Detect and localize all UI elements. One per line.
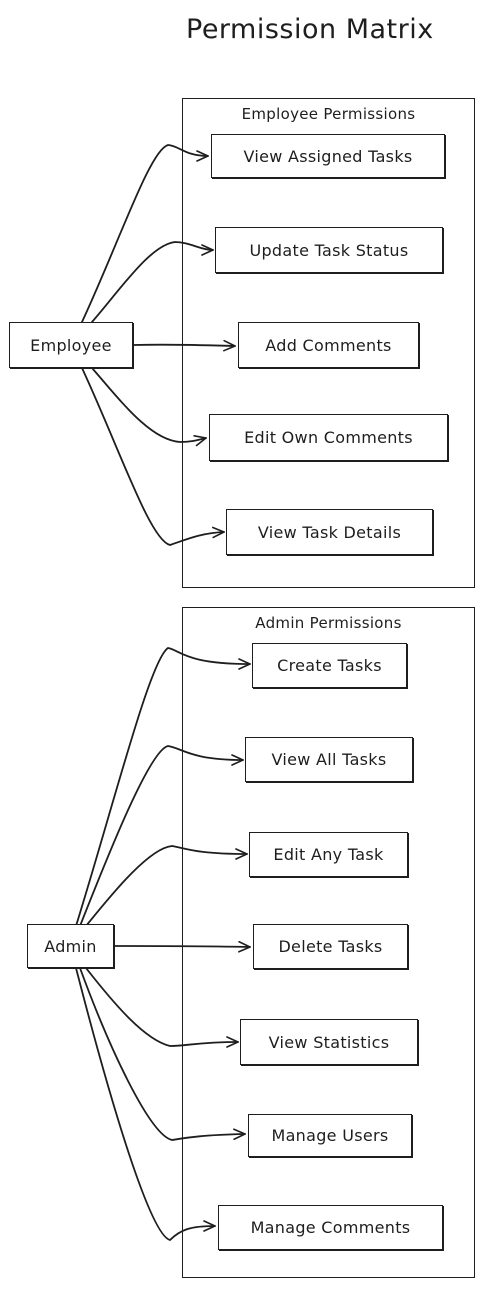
permission-view-all-tasks[interactable]: View All Tasks: [245, 737, 413, 782]
permission-label: Add Comments: [265, 335, 392, 355]
permission-create-tasks[interactable]: Create Tasks: [252, 643, 407, 688]
edge-employee-edit-own-comments: [91, 367, 207, 447]
admin-permissions-label: Admin Permissions: [255, 614, 402, 632]
permission-label: Edit Any Task: [273, 845, 384, 864]
permission-label: Delete Tasks: [278, 937, 383, 956]
permission-manage-comments[interactable]: Manage Comments: [218, 1205, 443, 1250]
admin-connectors: [75, 647, 251, 1241]
edge-admin-create-tasks: [75, 647, 251, 927]
edge-admin-view-statistics: [85, 967, 239, 1048]
edge-admin-manage-comments: [75, 967, 216, 1241]
employee-permissions-group: Employee Permissions: [182, 98, 475, 588]
admin-role-label: Admin: [44, 936, 97, 956]
diagram-title: Permission Matrix: [186, 14, 434, 45]
permission-label: View Statistics: [268, 1032, 390, 1052]
permission-manage-users[interactable]: Manage Users: [248, 1114, 412, 1157]
permission-view-statistics[interactable]: View Statistics: [240, 1019, 418, 1065]
permission-label: Edit Own Comments: [244, 428, 413, 447]
permission-label: Create Tasks: [277, 656, 382, 675]
permission-label: View All Tasks: [271, 750, 387, 769]
permission-edit-own-comments[interactable]: Edit Own Comments: [209, 414, 448, 461]
admin-permissions-group: Admin Permissions: [182, 607, 475, 1278]
employee-role-label: Employee: [30, 335, 112, 355]
edge-employee-update-task-status: [91, 241, 214, 323]
permission-add-comments[interactable]: Add Comments: [238, 322, 419, 368]
edge-admin-view-all-tasks: [79, 745, 244, 927]
permission-delete-tasks[interactable]: Delete Tasks: [253, 924, 408, 969]
edge-employee-add-comments: [133, 339, 236, 352]
employee-connectors: [81, 144, 236, 546]
edge-admin-manage-users: [79, 967, 246, 1141]
permission-label: Manage Users: [271, 1126, 389, 1145]
permission-update-task-status[interactable]: Update Task Status: [215, 227, 443, 273]
employee-permissions-label: Employee Permissions: [241, 105, 416, 123]
permission-label: Update Task Status: [249, 240, 409, 260]
edge-admin-delete-tasks: [111, 940, 251, 953]
permission-edit-any-task[interactable]: Edit Any Task: [249, 832, 408, 877]
permission-label: View Assigned Tasks: [243, 146, 413, 166]
edge-employee-view-task-details: [81, 367, 225, 546]
permission-view-task-details[interactable]: View Task Details: [226, 509, 433, 555]
admin-role-node[interactable]: Admin: [27, 924, 114, 968]
permission-label: Manage Comments: [250, 1218, 411, 1237]
permission-label: View Task Details: [257, 522, 402, 542]
edge-admin-edit-any-task: [85, 845, 248, 927]
permission-view-assigned-tasks[interactable]: View Assigned Tasks: [211, 134, 445, 178]
edge-employee-view-assigned-tasks: [81, 144, 209, 323]
employee-role-node[interactable]: Employee: [9, 322, 133, 368]
